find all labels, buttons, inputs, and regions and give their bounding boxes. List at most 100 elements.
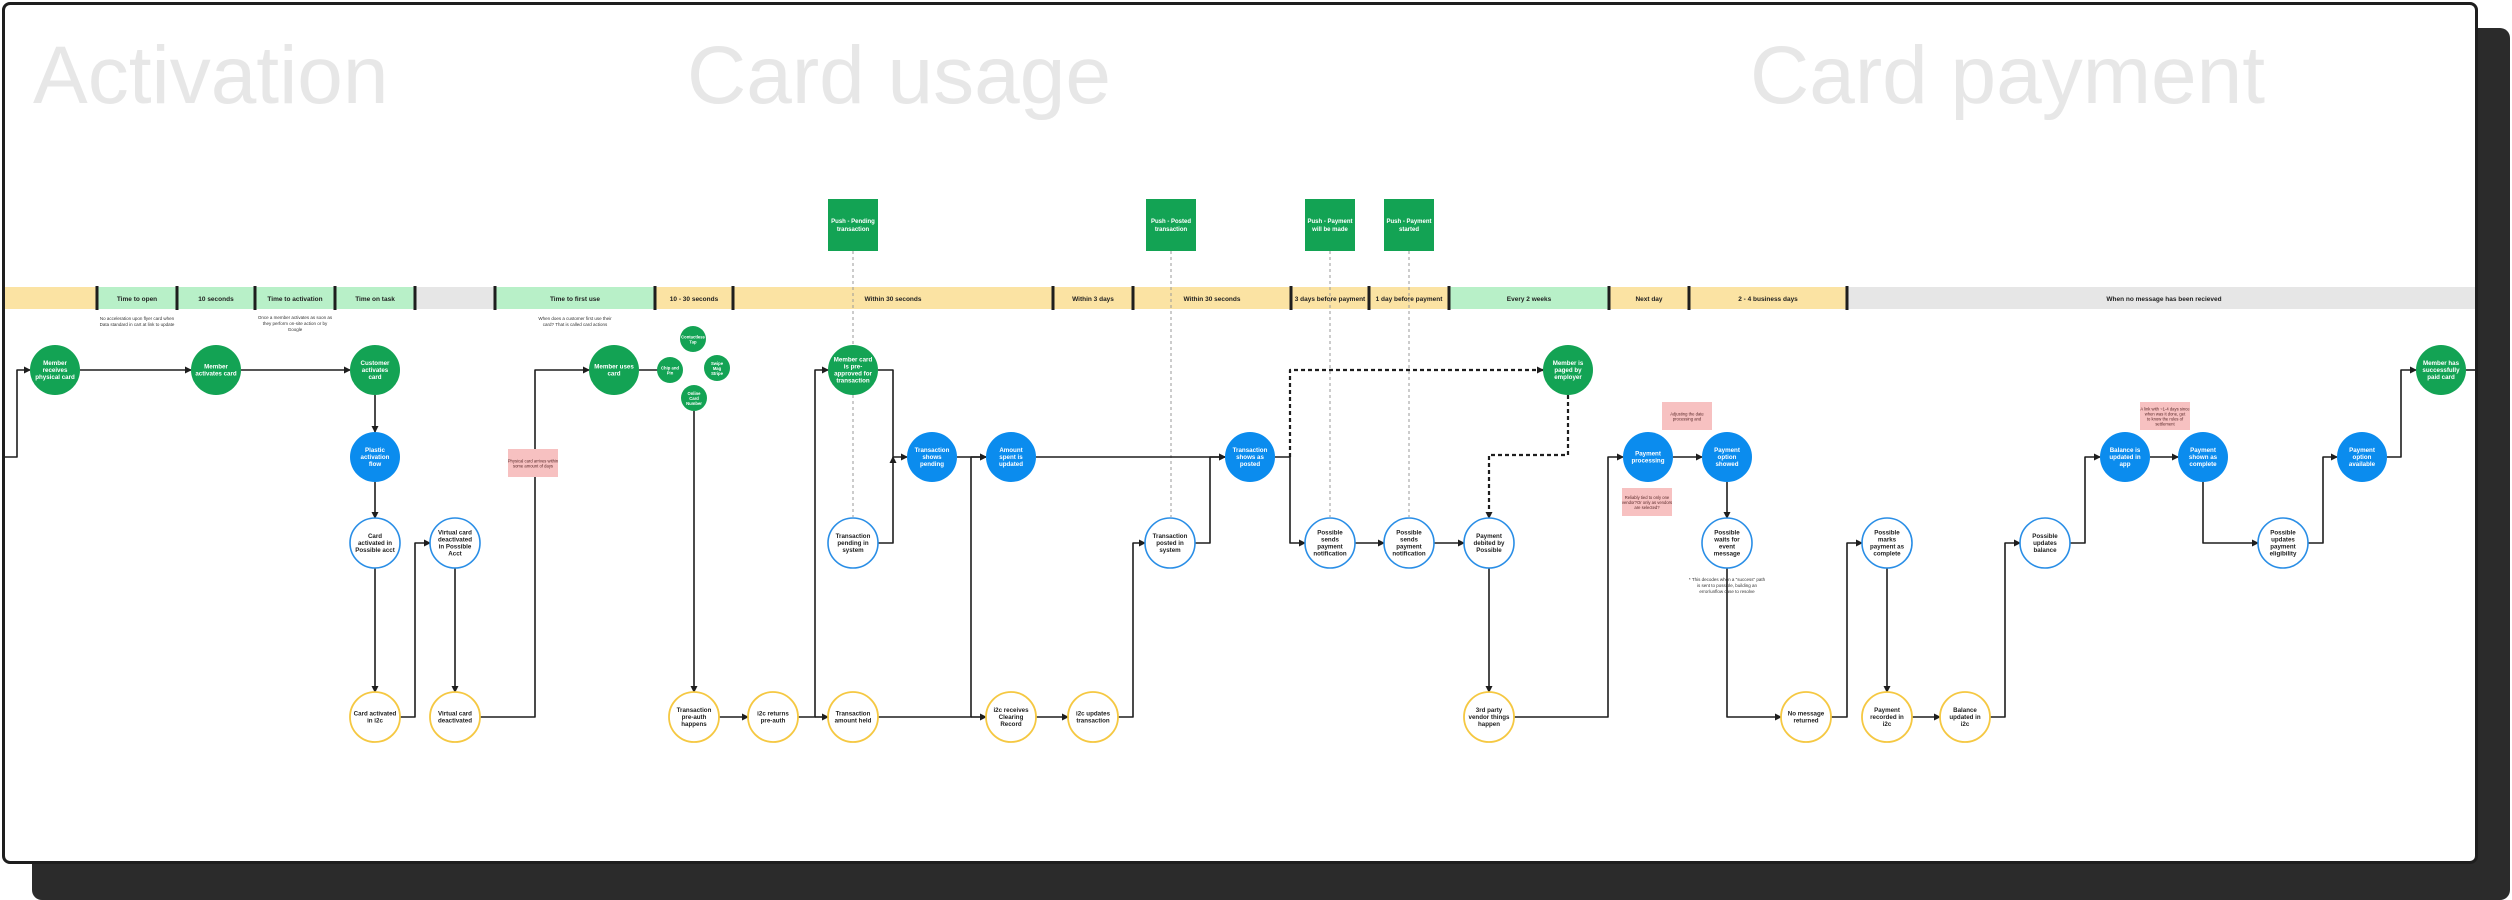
flow-arrow (1726, 568, 1782, 721)
push-card (1146, 199, 1196, 251)
node-circle (1463, 691, 1515, 743)
node-circle (1383, 517, 1435, 569)
timeline-segment (335, 287, 415, 309)
node-circle (668, 691, 720, 743)
flow-arrow (2387, 366, 2417, 458)
timeline-label: Every 2 weeks (1507, 296, 1552, 303)
flow-arrow (1831, 539, 1863, 718)
node-circle (349, 517, 401, 569)
sticky-rect (1662, 402, 1712, 430)
timeline-label: Time to activation (267, 296, 322, 303)
timeline-divider (253, 286, 257, 310)
timeline-divider (95, 286, 99, 310)
timeline-divider (1051, 286, 1055, 310)
timeline-divider (1845, 286, 1849, 310)
node-circle (680, 326, 706, 352)
dashed-flow-arrow (1288, 366, 1544, 457)
timeline-divider (493, 286, 497, 310)
timeline-label: 2 - 4 business days (1738, 296, 1798, 303)
flow-arrow (2202, 482, 2259, 547)
node-circle (1939, 691, 1991, 743)
timeline-segment (495, 287, 655, 309)
node-circle (589, 345, 639, 395)
node-circle (681, 385, 707, 411)
timeline-divider (653, 286, 657, 310)
timeline-divider (1607, 286, 1611, 310)
node-circle (349, 691, 401, 743)
sticky-rect (508, 449, 558, 477)
push-card (828, 199, 878, 251)
push-card (1305, 199, 1355, 251)
timeline-divider (1687, 286, 1691, 310)
timeline-divider (731, 286, 735, 310)
flow-arrow (878, 369, 908, 461)
timeline-label: Within 3 days (1072, 296, 1114, 303)
timeline-label: 10 - 30 seconds (670, 296, 719, 303)
node-circle (2257, 517, 2309, 569)
section-title-card-payment: Card payment (1750, 30, 2265, 121)
timeline-segment (255, 287, 335, 309)
timeline-segment (1369, 287, 1449, 309)
node-circle (30, 345, 80, 395)
node-circle (350, 432, 400, 482)
timeline-segment (177, 287, 255, 309)
timeline-segment (1847, 287, 2475, 309)
node-circle (1144, 517, 1196, 569)
timeline-segment (733, 287, 1053, 309)
timeline-divider (333, 286, 337, 310)
flow-arrow (1990, 539, 2021, 718)
sticky-rect (2140, 402, 2190, 430)
node-circle (1861, 517, 1913, 569)
section-title-card-usage: Card usage (687, 30, 1111, 121)
